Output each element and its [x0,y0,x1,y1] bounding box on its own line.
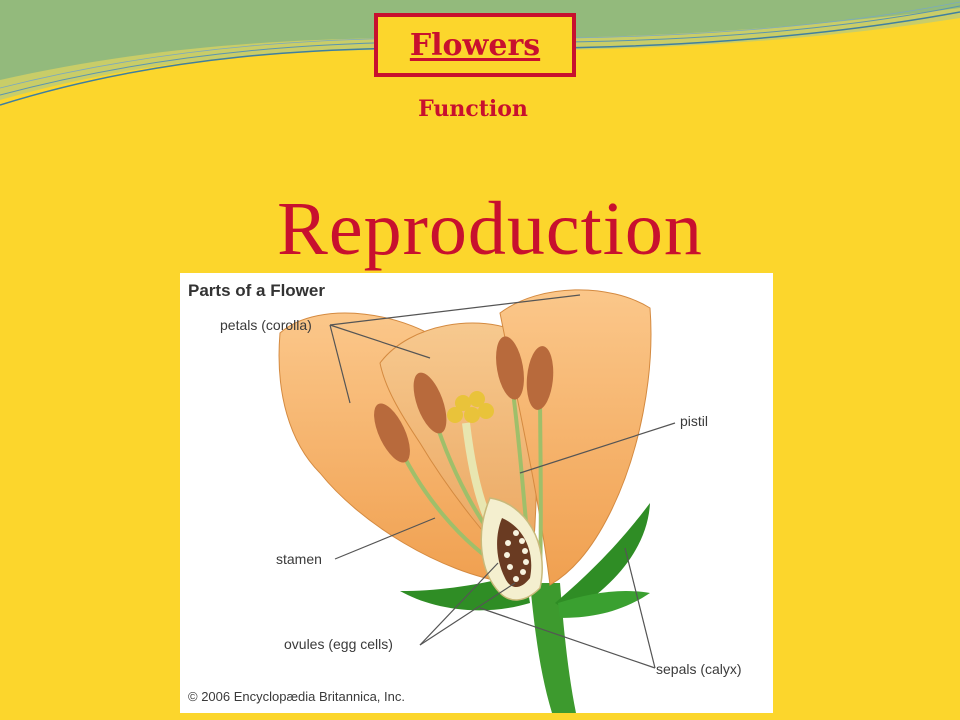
title-box: Flowers [374,13,576,77]
diagram-title: Parts of a Flower [188,281,325,300]
slide-title: Flowers [409,27,541,63]
copyright-notice: © 2006 Encyclopædia Britannica, Inc. [188,689,405,704]
label-petals: petals (corolla) [220,317,312,333]
slide-subtitle: Function [418,96,528,122]
flower-illustration [278,289,676,713]
label-pistil: pistil [680,413,709,429]
label-stamen: stamen [276,551,322,567]
label-ovules: ovules (egg cells) [284,636,393,652]
flower-diagram: Parts of a Flower petals (corolla) pisti… [180,273,773,713]
slide-heading: Reproduction [277,187,703,271]
label-sepals: sepals (calyx) [656,661,742,677]
